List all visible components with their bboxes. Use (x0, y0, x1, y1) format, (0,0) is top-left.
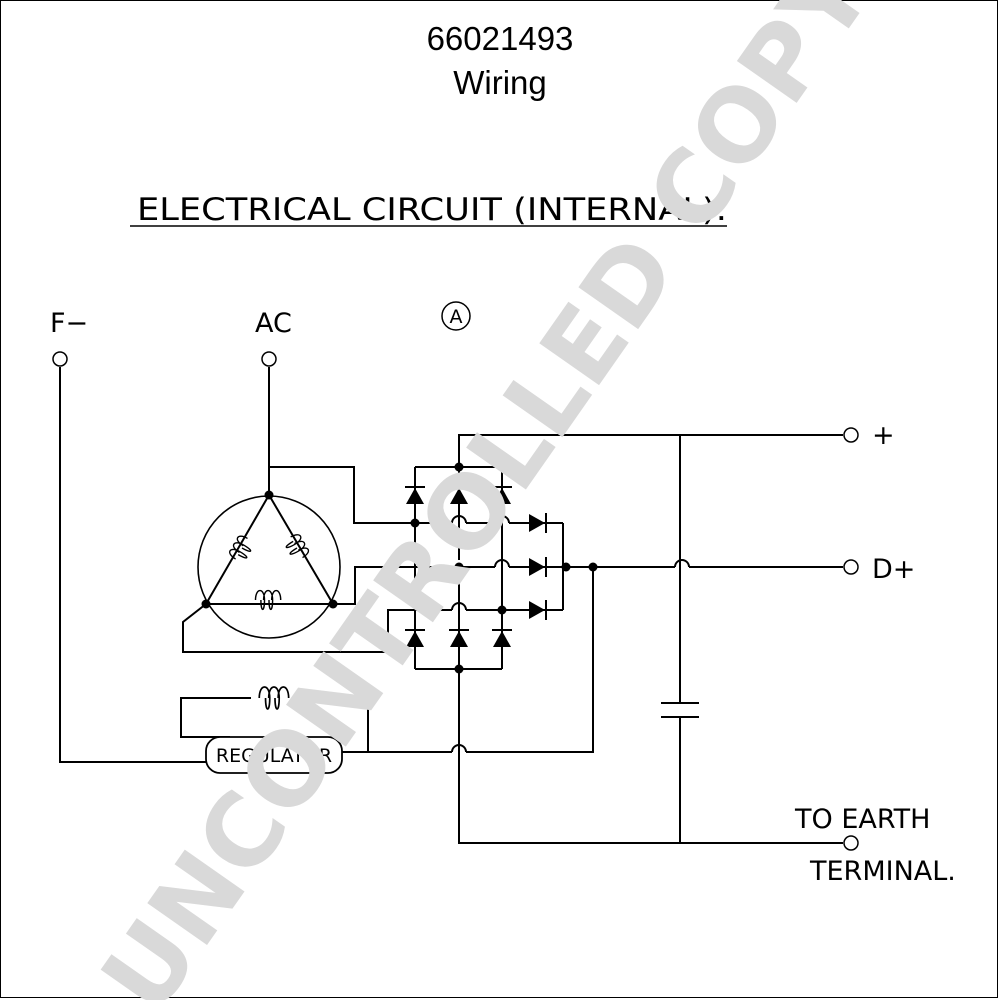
terminal-plus-label: + (872, 420, 895, 451)
circuit-heading: ELECTRICAL CIRCUIT (INTERNAL). (137, 192, 727, 228)
terminal-plus (843, 427, 859, 443)
terminal-earth (843, 835, 859, 851)
terminal-f-minus-label: F− (50, 308, 88, 339)
part-number: 66021493 (426, 20, 574, 57)
diode-negative-3 (491, 629, 513, 648)
terminal-ac (261, 351, 277, 367)
junction-dots (201, 462, 598, 674)
sheet-subtitle: Wiring (453, 64, 547, 101)
marker-label: A (450, 306, 463, 328)
regulator-label: REGULATOR (216, 745, 332, 767)
terminal-d-plus-label: D+ (872, 554, 915, 585)
earth-label-line1: TO EARTH (794, 804, 930, 835)
earth-label-line2: TERMINAL. (809, 856, 956, 887)
stator-coil-bottom (254, 589, 282, 611)
terminal-ac-label: AC (255, 308, 292, 339)
uncontrolled-copy-watermark: UNCONTROLLED COPY (79, 0, 896, 1000)
diode-exciter-3 (528, 599, 547, 621)
marker-circle (441, 301, 471, 331)
stator-housing (197, 495, 341, 639)
regulator-box (205, 736, 343, 774)
diode-exciter-2 (528, 556, 547, 578)
terminal-d-plus (843, 559, 859, 575)
terminal-f-minus (52, 351, 68, 367)
